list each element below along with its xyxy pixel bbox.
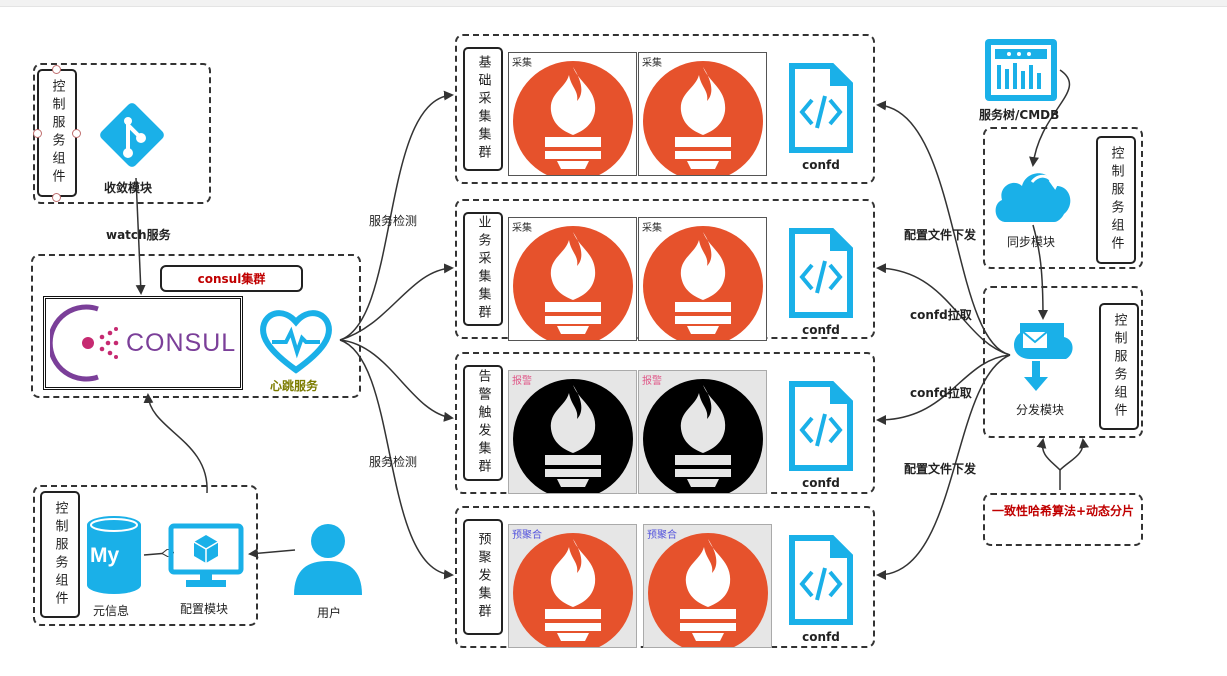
confd-node: confd (788, 534, 854, 644)
confd-node: confd (788, 62, 854, 172)
node-role-tag: 报警 (512, 376, 532, 387)
converge-module-label: 收敛模块 (104, 181, 153, 195)
hash-algo-box (983, 493, 1143, 546)
consul-cluster-title: consul集群 (160, 265, 303, 292)
prometheus-node: 预聚合 (508, 524, 637, 648)
config-module-label: 配置模块 (180, 602, 229, 616)
cluster-name: 基础采集集群 (463, 47, 503, 171)
node-role-tag: 采集 (642, 223, 662, 234)
control-component-label: 控制服务组件 (37, 69, 77, 197)
prometheus-node: 报警 (508, 370, 637, 494)
sync-module-label: 同步模块 (1007, 235, 1056, 249)
consul-logo-box: CONSUL (43, 296, 243, 390)
prometheus-node: 采集 (638, 52, 767, 176)
dispatch-icon (1014, 323, 1073, 391)
cloud-sync-icon (995, 173, 1071, 222)
monitor-cube-icon (168, 523, 244, 587)
git-icon (100, 103, 164, 167)
consul-logo-text: CONSUL (126, 329, 237, 357)
control-component-label-2: 控制服务组件 (40, 491, 80, 618)
cluster-name: 告警触发集群 (463, 365, 503, 481)
heartbeat-service-label: 心跳服务 (270, 379, 319, 393)
mysql-logo-text: My (90, 544, 120, 567)
node-role-tag: 采集 (642, 58, 662, 69)
dispatch-group (983, 286, 1143, 438)
prometheus-node: 采集 (638, 217, 767, 341)
config-file-send-bottom-label: 配置文件下发 (904, 462, 977, 476)
dispatch-module-label: 分发模块 (1016, 403, 1065, 417)
window-top-bar (0, 0, 1227, 7)
user-label: 用户 (317, 606, 342, 620)
confd-label: confd (802, 158, 840, 172)
confd-file-icon (788, 228, 854, 323)
cmdb-icon (985, 39, 1057, 101)
user-icon[interactable] (292, 521, 364, 597)
watch-service-label: watch服务 (106, 228, 171, 242)
control-component-label-3: 控制服务组件 (1096, 136, 1136, 264)
confd-pull-label-2: confd拉取 (910, 386, 972, 400)
service-check-label-bottom: 服务检测 (369, 455, 418, 469)
prometheus-node: 采集 (508, 217, 637, 341)
mysql-icon (87, 516, 141, 594)
prometheus-node: 采集 (508, 52, 637, 176)
node-role-tag: 采集 (512, 223, 532, 234)
confd-label: confd (802, 476, 840, 490)
confd-file-icon (788, 381, 854, 476)
prometheus-node: 报警 (638, 370, 767, 494)
node-role-tag: 采集 (512, 58, 532, 69)
hash-algo-label: 一致性哈希算法+动态分片 (991, 504, 1135, 518)
service-check-label-top: 服务检测 (369, 214, 418, 228)
prometheus-node: 预聚合 (643, 524, 772, 648)
heart-icon (260, 310, 332, 374)
metadata-label: 元信息 (93, 604, 130, 618)
cluster-name: 预聚发集群 (463, 519, 503, 635)
cluster-name: 业务采集集群 (463, 212, 503, 326)
confd-file-icon (788, 63, 854, 158)
sync-group (983, 127, 1143, 269)
config-group (33, 485, 258, 626)
cluster-box (455, 34, 875, 184)
control-component-label-4: 控制服务组件 (1099, 303, 1139, 430)
node-role-tag: 预聚合 (647, 530, 677, 541)
confd-pull-label-1: confd拉取 (910, 308, 972, 322)
confd-label: confd (802, 323, 840, 337)
consul-logo-icon (50, 304, 119, 382)
confd-node: confd (788, 380, 854, 490)
confd-file-icon (788, 535, 854, 630)
watch-arrow (135, 177, 146, 295)
node-role-tag: 预聚合 (512, 530, 542, 541)
consul-cluster-group (31, 254, 361, 398)
cmdb-label: 服务树/CMDB (979, 108, 1060, 122)
config-file-send-top-label: 配置文件下发 (904, 228, 977, 242)
confd-label: confd (802, 630, 840, 644)
node-role-tag: 报警 (642, 376, 662, 387)
confd-node: confd (788, 227, 854, 337)
